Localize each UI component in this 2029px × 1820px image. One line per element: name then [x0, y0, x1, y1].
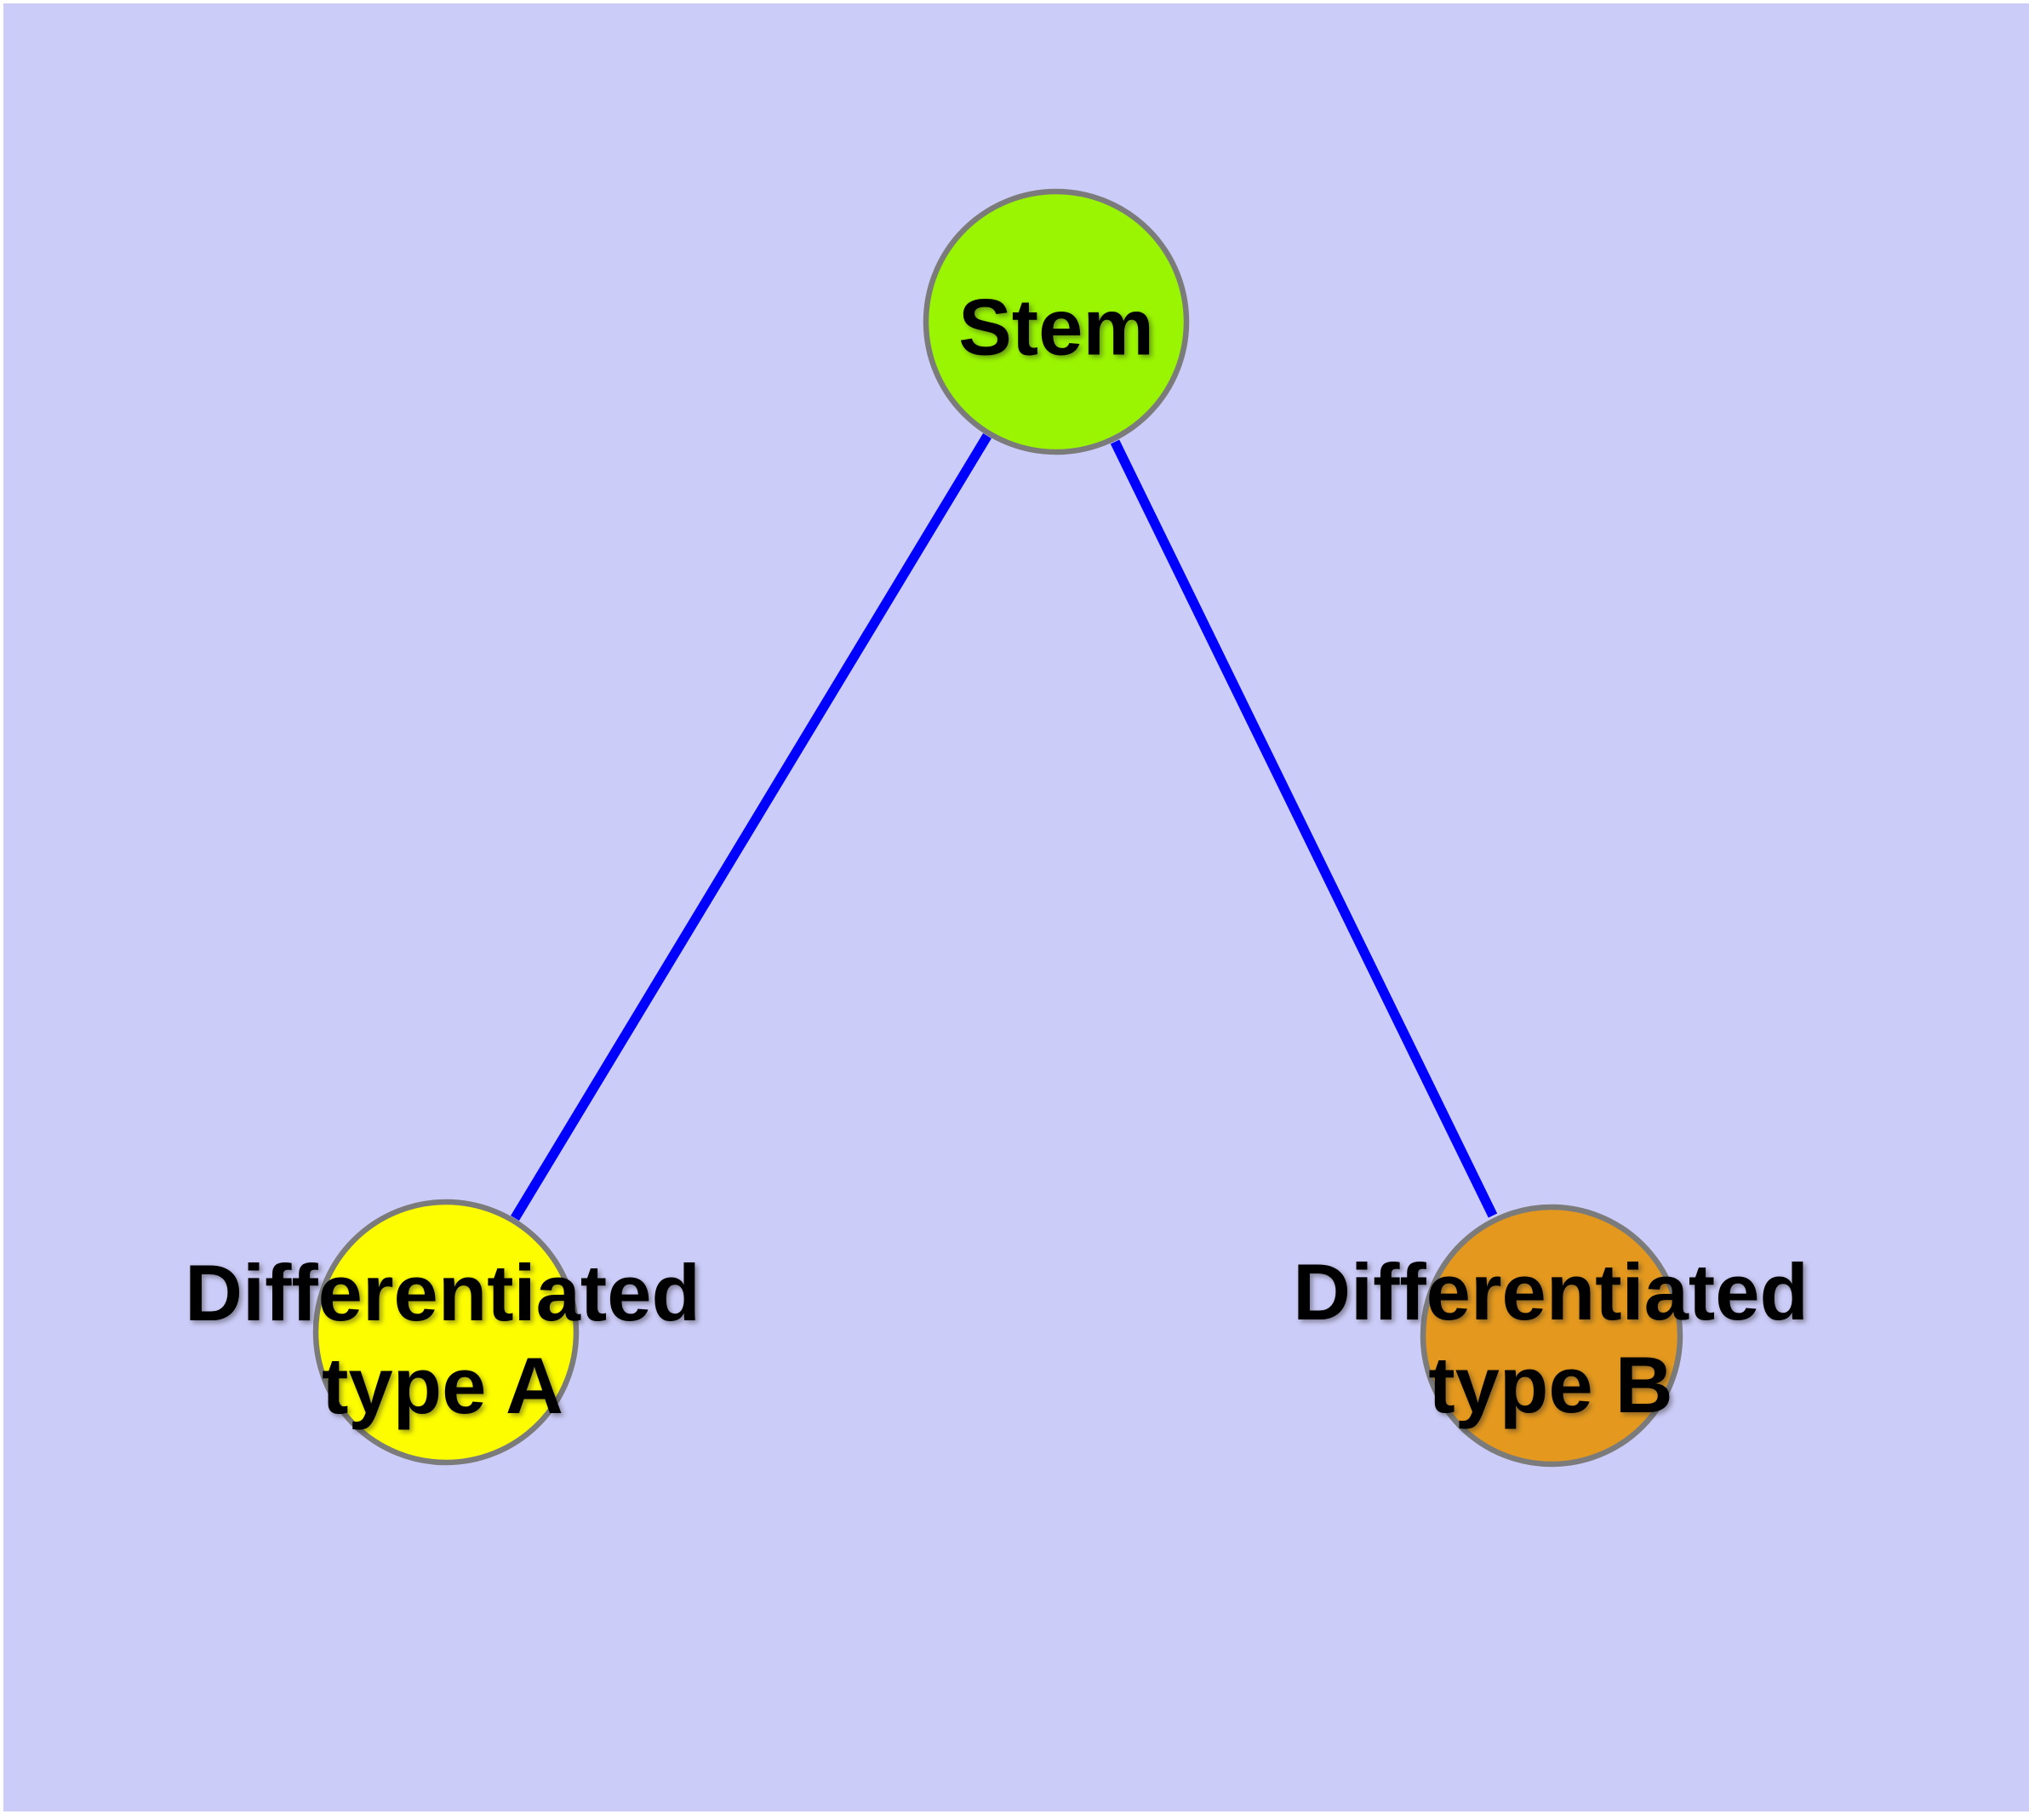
node-label-line: Differentiated	[1293, 1247, 1809, 1336]
node-label-type-b: Differentiated type B	[1293, 1245, 1809, 1431]
edge-stem-to-type-b	[1110, 439, 1498, 1218]
node-label-line: type A	[322, 1341, 563, 1430]
node-circle-type-b	[1420, 1204, 1683, 1468]
node-label-stem: Stem	[958, 281, 1154, 374]
edge-stem-to-type-a	[511, 433, 992, 1221]
node-label-line: Stem	[958, 282, 1154, 372]
node-label-type-a: Differentiated type A	[185, 1246, 700, 1432]
node-circle-type-a	[312, 1199, 580, 1466]
node-label-line: Differentiated	[185, 1248, 700, 1337]
node-label-line: type B	[1428, 1340, 1673, 1429]
node-circle-stem	[923, 188, 1190, 455]
